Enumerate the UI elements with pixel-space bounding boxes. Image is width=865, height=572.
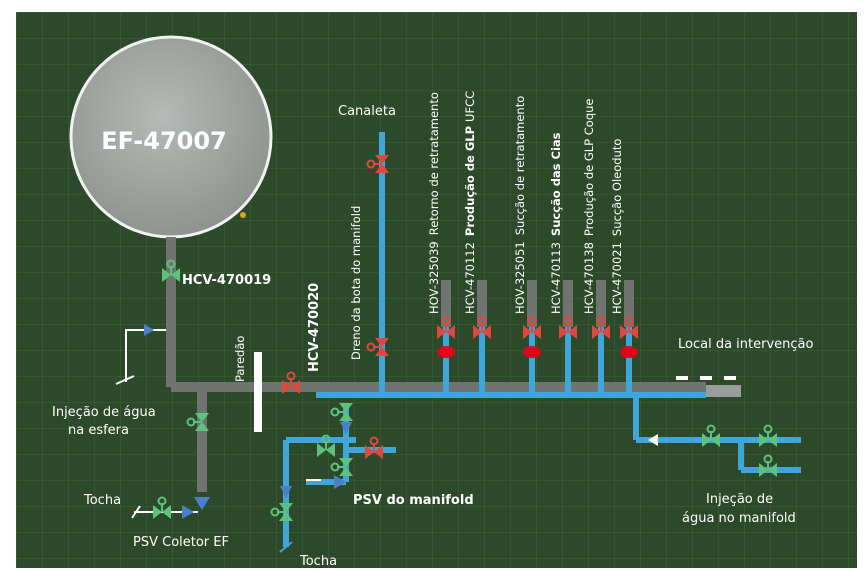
branch-label-4: HCV-470113 Sucção das Cias bbox=[549, 132, 563, 314]
svg-text:HOV-325039Retorno de retratame: HOV-325039 Retorno de retratamento bbox=[427, 92, 441, 314]
branch-label-3: HOV-325051 Sucção de retratamento bbox=[513, 96, 527, 314]
psv-manifold-label: PSV do manifold bbox=[353, 493, 474, 508]
diagram-board: EF-47007 bbox=[16, 12, 857, 568]
branch-desc: Produção de GLP Coque bbox=[582, 99, 596, 237]
branch-tag: HCV-470112 bbox=[463, 242, 477, 314]
branch-tag: HOV-325051 bbox=[513, 241, 527, 314]
svg-text:HOV-325051Sucção de retratamen: HOV-325051 Sucção de retratamento bbox=[513, 96, 527, 314]
check-valve-icon bbox=[340, 422, 352, 434]
branch-tag: HCV-470021 bbox=[610, 242, 624, 314]
check-valve-icon bbox=[334, 475, 346, 489]
branch-tag: HCV-470138 bbox=[582, 242, 596, 314]
injecao-manifold-label-line2: água no manifold bbox=[682, 511, 796, 526]
branch-label-1: HOV-325039 Retorno de retratamento bbox=[427, 92, 441, 314]
branch-desc: Produção de GLP bbox=[463, 126, 477, 236]
piping-diagram: EF-47007 bbox=[16, 12, 857, 568]
hcv-470019-label: HCV-470019 bbox=[182, 273, 271, 288]
paredao-label: Paredão bbox=[233, 336, 247, 382]
svg-text:HCV-470021Sucção Oleoduto: HCV-470021 Sucção Oleoduto bbox=[610, 139, 624, 314]
branch-label-5: HCV-470138 Produção de GLP Coque bbox=[582, 99, 596, 314]
branch-desc: Sucção de retratamento bbox=[513, 96, 527, 236]
hcv-470020-label: HCV-470020 bbox=[307, 283, 322, 372]
injecao-esfera-label-line2: na esfera bbox=[68, 423, 129, 438]
sphere-ef-47007: EF-47007 bbox=[69, 35, 273, 239]
tocha-bottom-mark bbox=[279, 541, 293, 553]
branch-tag: HCV-470113 bbox=[549, 242, 563, 314]
tocha-bottom-label: Tocha bbox=[299, 554, 337, 568]
branch-label-6: HCV-470021 Sucção Oleoduto bbox=[610, 139, 624, 314]
check-valve-icon bbox=[182, 505, 194, 519]
injecao-manifold-label-line1: Injeção de bbox=[706, 492, 773, 507]
tocha-left-label: Tocha bbox=[83, 493, 121, 508]
branch-label-2: HCV-470112 Produção de GLP UFCC bbox=[463, 91, 477, 314]
branch-tag: HOV-325039 bbox=[427, 241, 441, 314]
branch-desc: Sucção das Cias bbox=[549, 132, 563, 236]
injecao-esfera-label-line1: Injeção de água bbox=[52, 405, 156, 420]
branch-desc: Retorno de retratamento bbox=[427, 92, 441, 235]
branch-desc: Sucção Oleoduto bbox=[610, 139, 624, 236]
gray-pipes bbox=[166, 237, 706, 492]
paredao-wall bbox=[254, 352, 262, 432]
sphere-label: EF-47007 bbox=[101, 127, 227, 155]
dreno-label: Dreno da bota do manifold bbox=[349, 206, 363, 360]
check-valve-icon bbox=[194, 497, 210, 510]
svg-text:HCV-470112Produção de GLPUFCC: HCV-470112 Produção de GLP UFCC bbox=[463, 91, 477, 314]
canaleta-label: Canaleta bbox=[338, 104, 396, 119]
psv-coletor-label: PSV Coletor EF bbox=[133, 535, 229, 550]
local-intervencao-label: Local da intervenção bbox=[678, 337, 814, 352]
check-valve-icon bbox=[144, 324, 154, 336]
svg-text:HCV-470138Produção de GLP Coqu: HCV-470138 Produção de GLP Coque bbox=[582, 99, 596, 314]
svg-text:HCV-470113Sucção das Cias: HCV-470113 Sucção das Cias bbox=[549, 132, 563, 314]
check-valve-icon bbox=[280, 486, 292, 498]
check-valve-icon bbox=[648, 434, 658, 446]
closed-valve-markers bbox=[437, 346, 638, 358]
branch-suffix: UFCC bbox=[463, 91, 477, 122]
